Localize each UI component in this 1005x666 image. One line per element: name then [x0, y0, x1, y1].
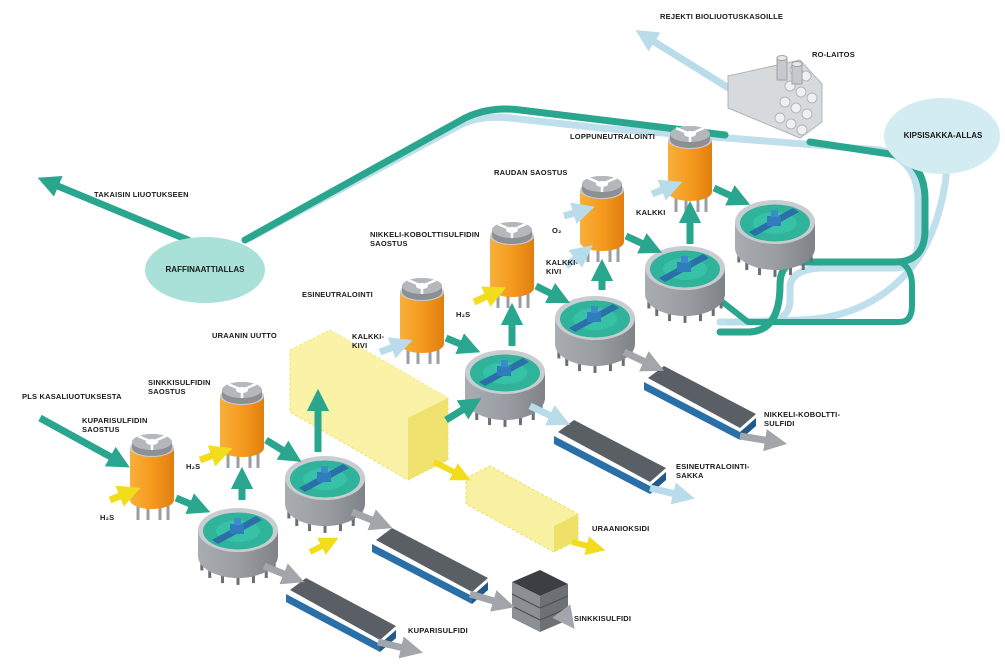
zinc-precipitation-label-2: SAOSTUS [148, 387, 186, 396]
nico-solids-arrow [622, 348, 665, 372]
flow-pre [444, 333, 481, 355]
flow-final [712, 184, 751, 206]
limestone-pre-arrow [378, 337, 413, 359]
uranium-extraction-unit [289, 329, 449, 481]
nico-precipitation-label-2: SAOSTUS [370, 239, 408, 248]
limestone-nico-label-1: KALKKI- [546, 258, 579, 267]
final-neutralization-label: LOPPUNEUTRALOINTI [570, 132, 656, 141]
flow-iron [624, 232, 663, 254]
gypsum-pond [884, 98, 1000, 174]
lime-arrow [650, 179, 683, 201]
pls-inflow-arrow [38, 414, 130, 468]
h2s-nico-label: H₂S [456, 310, 471, 319]
zinc-solids-arrow [350, 508, 393, 531]
limestone-pre-label-1: KALKKI- [352, 332, 385, 341]
h2s-nico-arrow [472, 286, 507, 307]
conveyor-preneutralization [554, 420, 666, 494]
limestone-nico-arrow [563, 245, 593, 269]
zinc-precipitation-label-1: SINKKISULFIDIN [148, 378, 211, 387]
uranium-extraction-label: URAANIN UUTTO [212, 331, 277, 340]
zinc-product-arrow [552, 604, 575, 629]
back-to-leaching-label: TAKAISIN LIUOTUKSEEN [94, 190, 189, 199]
h2s-copper-arrow [108, 485, 141, 507]
pre-neutralization-cake-label-1: ESINEUTRALOINTI- [676, 462, 750, 471]
pre-solids-arrow [528, 402, 571, 426]
final-tank [668, 126, 712, 212]
copper-basin [198, 508, 278, 585]
h2s-zinc-arrow [198, 445, 233, 467]
nico-sulfide-label-2: SULFIDI [764, 419, 795, 428]
zinc-sulfide-bin [511, 570, 569, 632]
uranium-oxide-unit [465, 465, 579, 553]
flow-zinc [264, 437, 302, 462]
h2s-copper-label: H₂S [100, 513, 115, 522]
uranium-oxide-label: URAANIOKSIDI [592, 524, 650, 533]
pls-label: PLS KASALIUOTUKSESTA [22, 392, 122, 401]
zinc-tank [220, 382, 264, 468]
gypsum-pond-label: KIPSISAKKA-ALLAS [903, 131, 983, 140]
iron-basin [645, 246, 725, 323]
final-basin [735, 200, 815, 277]
iron-precipitation-label: RAUDAN SAOSTUS [494, 168, 568, 177]
pre-neutralization-basin [465, 350, 545, 427]
uranium-flow-arrow [432, 459, 471, 481]
conveyor-nico [644, 366, 756, 440]
copper-sulfide-label: KUPARISULFIDI [408, 626, 468, 635]
reject-arrow [635, 30, 737, 95]
h2s-zinc-label: H₂S [186, 462, 201, 471]
pre-neutralization-cake-label-2: SAKKA [676, 471, 704, 480]
raffinate-pond [145, 237, 265, 303]
zinc-basin [285, 456, 365, 533]
pre-neutralization-label: ESINEUTRALOINTI [302, 290, 373, 299]
limestone-nico-label-2: KIVI [546, 267, 562, 276]
nico-sulfide-label-1: NIKKELI-KOBOLTTI- [764, 410, 841, 419]
ro-plant [727, 55, 823, 139]
nico-product-arrow [739, 429, 788, 452]
raffinate-pond-label: RAFFINAATTIALLAS [165, 265, 245, 274]
copper-precipitation-label-2: SAOSTUS [82, 425, 120, 434]
lime-label: KALKKI [636, 208, 666, 217]
zinc-to-bin-arrow [469, 590, 515, 612]
h2s-feed-arrow-small [308, 537, 339, 555]
o2-arrow [562, 202, 595, 224]
copper-product-arrow [377, 636, 423, 659]
reject-label: REJEKTI BIOLIUOTUSKASOILLE [660, 12, 784, 21]
copper-solids-arrow [262, 562, 305, 585]
limestone-pre-label-2: KIVI [352, 341, 368, 350]
ro-plant-label: RO-LAITOS [812, 50, 855, 59]
copper-precipitation-label-1: KUPARISULFIDIN [82, 416, 148, 425]
nico-precipitation-label-1: NIKKELI-KOBOLTTISULFIDIN [370, 230, 480, 239]
pre-neutralization-tank [400, 278, 444, 364]
iron-tank [580, 176, 624, 262]
pre-cake-arrow [649, 482, 695, 505]
flow-uranium-pre [444, 398, 482, 423]
nico-tank [490, 222, 534, 308]
copper-tank [130, 434, 174, 520]
flow-nico [534, 282, 571, 304]
flow-copper [174, 493, 211, 515]
o2-label: O₂ [552, 226, 562, 235]
nico-basin [555, 296, 635, 373]
recycle-loop [37, 105, 952, 336]
zinc-sulfide-label: SINKKISULFIDI [574, 614, 632, 623]
uranium-oxide-arrow [571, 536, 606, 555]
